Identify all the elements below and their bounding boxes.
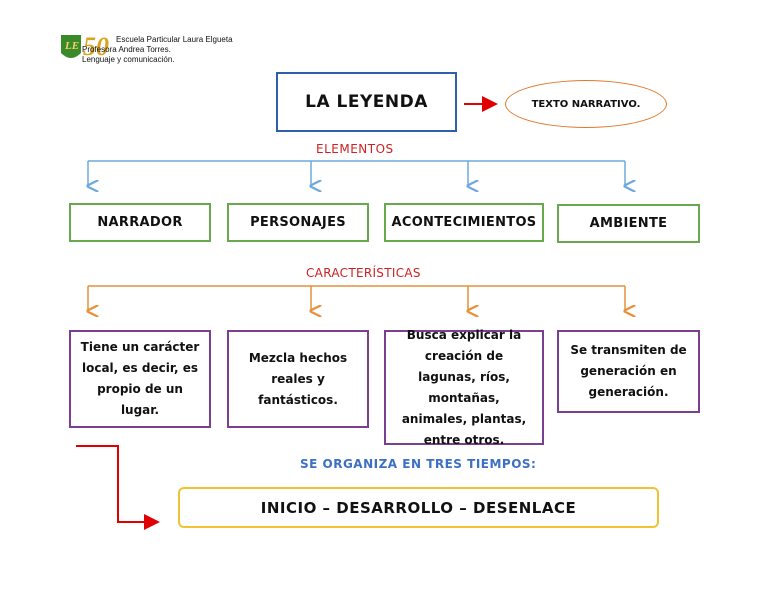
characteristic-text: Tiene un carácter local, es decir, es pr…: [80, 340, 200, 417]
structure-box: INICIO – DESARROLLO – DESENLACE: [178, 487, 659, 528]
elements-branches: [88, 160, 625, 186]
teacher-name: Profesora Andrea Torres.: [82, 45, 171, 54]
element-label: PERSONAJES: [250, 215, 346, 230]
title-box: LA LEYENDA: [276, 72, 457, 132]
element-box-ambiente: AMBIENTE: [557, 204, 700, 243]
logo-letters: LE: [64, 40, 79, 52]
characteristic-text: Se transmiten de generación en generació…: [570, 343, 687, 399]
school-logo: LE 50: [59, 31, 113, 65]
characteristic-text: Mezcla hechos reales y fantásticos.: [248, 350, 348, 407]
organize-label: SE ORGANIZA EN TRES TIEMPOS:: [300, 457, 537, 471]
subject-name: Lenguaje y comunicación.: [82, 55, 175, 64]
element-label: ACONTECIMIENTOS: [391, 215, 537, 230]
structure-arrow: [76, 445, 160, 530]
characteristic-box-explicar: Busca explicar la creación de lagunas, r…: [384, 328, 544, 447]
type-text: TEXTO NARRATIVO.: [531, 98, 641, 110]
logo-graphic: LE 50: [61, 32, 109, 61]
characteristics-branches: [88, 285, 625, 311]
element-box-acontecimientos: ACONTECIMIENTOS: [384, 203, 544, 242]
type-oval: TEXTO NARRATIVO.: [505, 80, 667, 128]
characteristic-text: Busca explicar la creación de lagunas, r…: [401, 327, 527, 447]
title-text: LA LEYENDA: [305, 92, 428, 112]
school-name: Escuela Particular Laura Elgueta: [116, 35, 233, 44]
characteristic-box-hechos: Mezcla hechos reales y fantásticos.: [227, 330, 369, 428]
elements-label: ELEMENTOS: [316, 142, 394, 156]
element-label: AMBIENTE: [589, 216, 668, 231]
characteristic-box-transmiten: Se transmiten de generación en generació…: [557, 330, 700, 413]
element-box-narrador: NARRADOR: [69, 203, 211, 242]
characteristic-box-local: Tiene un carácter local, es decir, es pr…: [69, 330, 211, 428]
characteristics-label: CARACTERÍSTICAS: [306, 266, 421, 280]
logo-number: 50: [83, 32, 109, 61]
element-box-personajes: PERSONAJES: [227, 203, 369, 242]
structure-text: INICIO – DESARROLLO – DESENLACE: [260, 498, 577, 517]
element-label: NARRADOR: [97, 215, 183, 230]
